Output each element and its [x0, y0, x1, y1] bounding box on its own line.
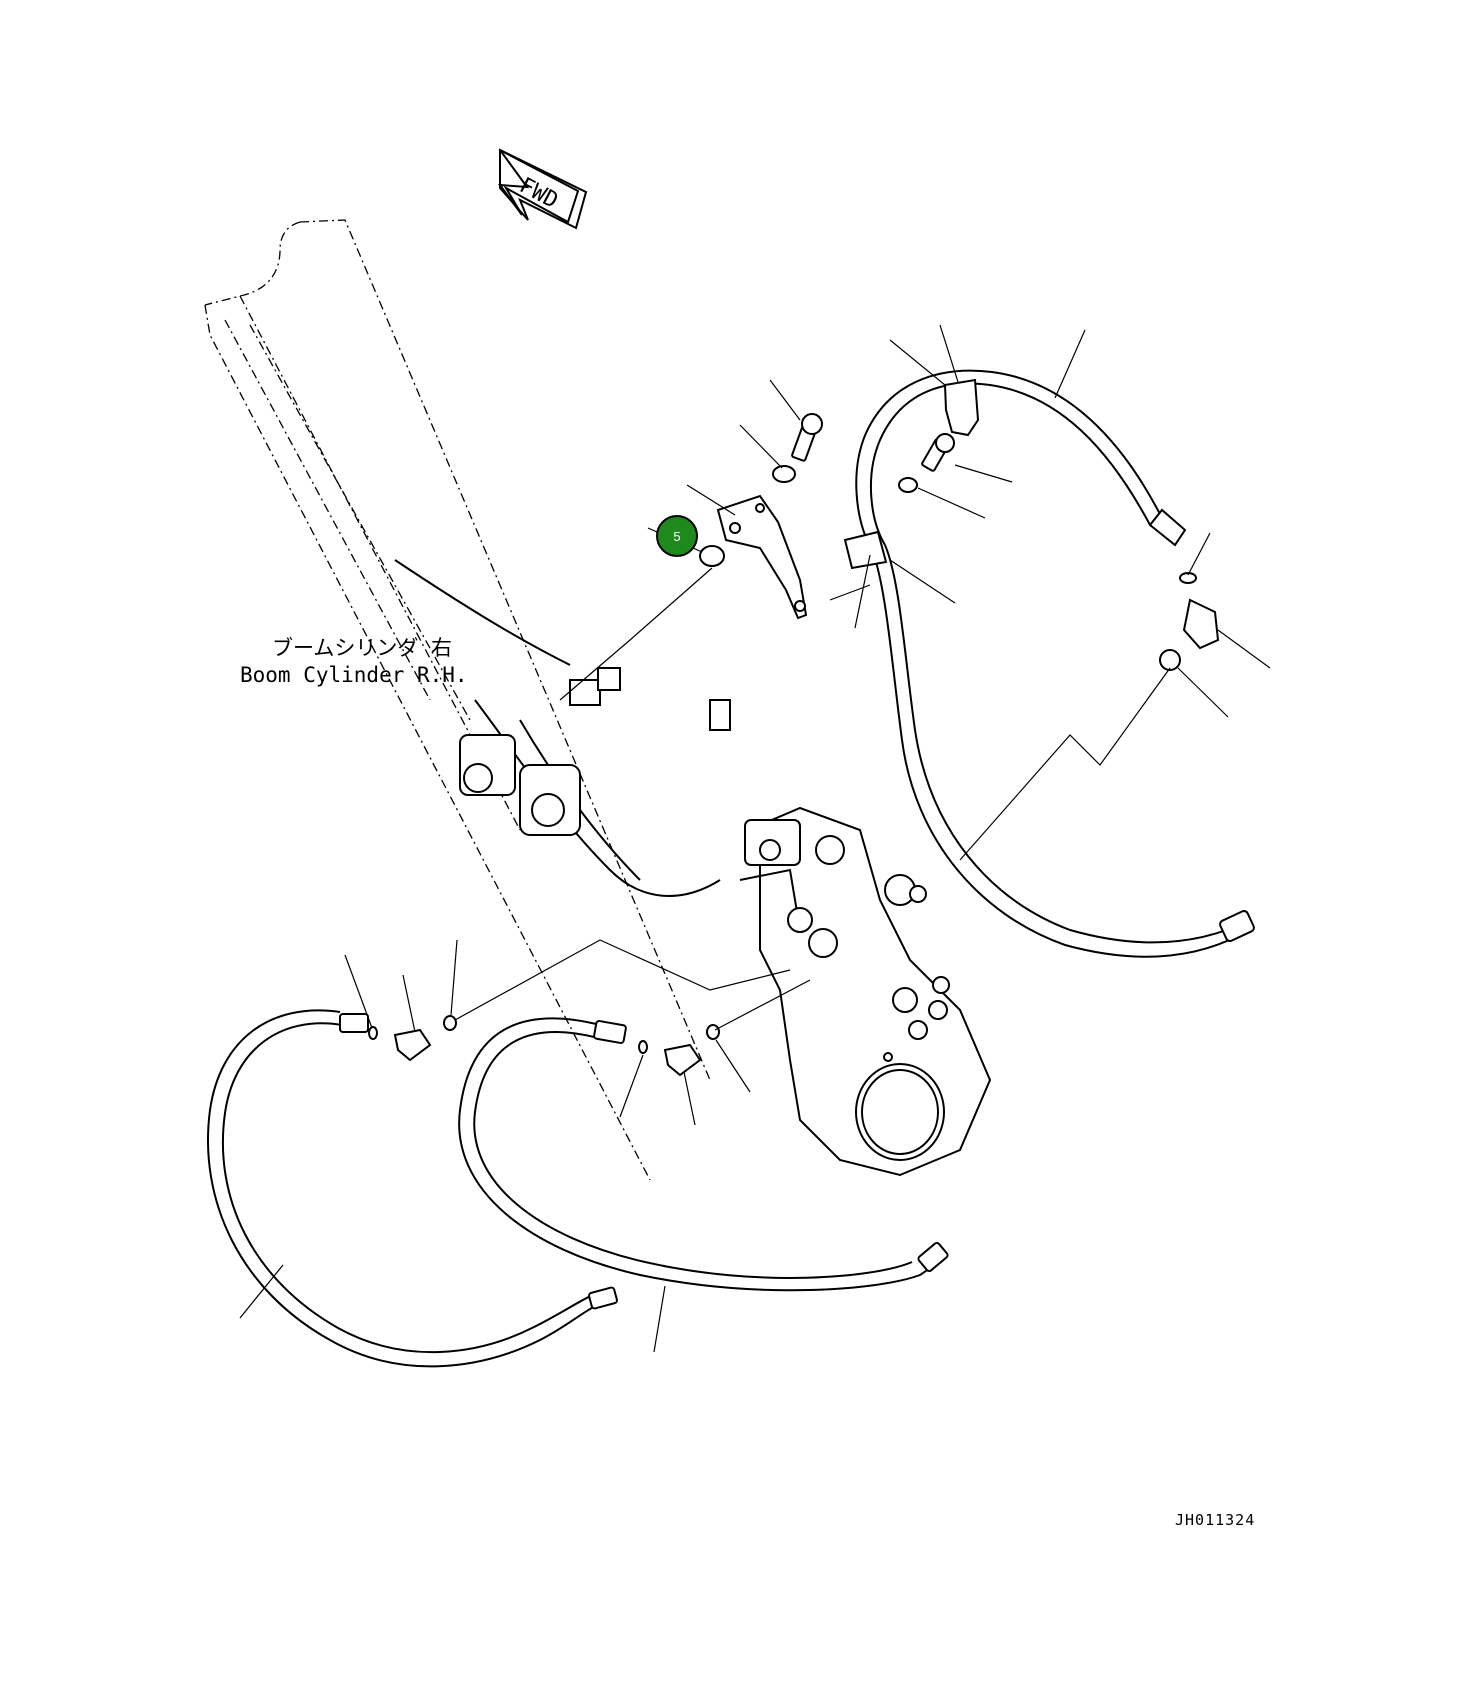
- boom-cylinder: [394, 559, 731, 897]
- component-label-en: Boom Cylinder R.H.: [240, 663, 468, 687]
- valve-block: [739, 806, 992, 1177]
- fwd-arrow: FWD: [497, 148, 588, 230]
- boom-outline: [204, 219, 711, 1181]
- drawing-number: JH011324: [1175, 1511, 1255, 1529]
- hose-lower-left: [206, 1009, 618, 1368]
- hose-upper-right: [843, 369, 1255, 958]
- hose-lower-middle: [458, 1017, 949, 1292]
- component-label-ja: ブームシリンダ 右: [272, 636, 452, 660]
- callout-marker-5[interactable]: 5: [656, 515, 698, 557]
- connection-lines: [454, 567, 1171, 1031]
- leader-lines: [239, 324, 1271, 1353]
- bracket-assembly: [699, 413, 955, 620]
- callout-number-5: 5: [673, 529, 680, 544]
